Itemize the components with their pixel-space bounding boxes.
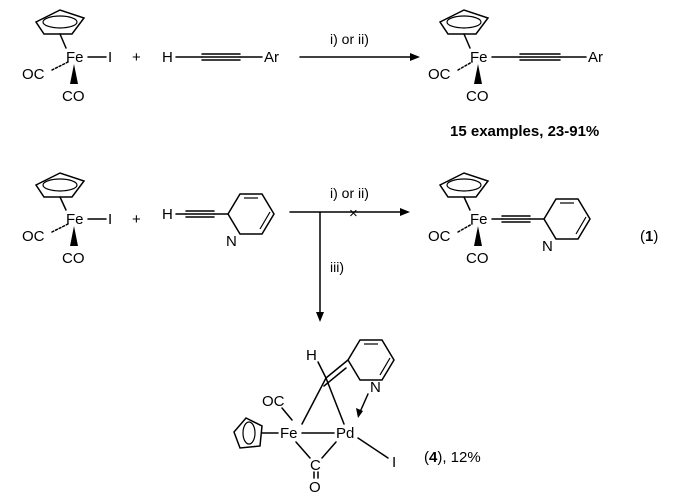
co-ligand-bottom: CO [62,88,85,105]
co-ligand-bottom: CO [62,250,85,267]
pd-atom: Pd [336,425,354,442]
iodide-label: I [108,49,112,66]
co-ligand-top: OC [262,393,285,410]
wedge-bond [70,64,78,84]
reaction1: Fe I OC CO + H Ar i) or ii) Fe Ar OC [22,9,603,140]
pyridine-n: N [226,233,237,250]
pyridine-ring-icon [543,198,591,240]
cp-ring-icon [34,9,86,49]
yield-note: 15 examples, 23-91% [450,123,599,140]
alkyne-h: H [162,206,173,223]
co-ligand-left: OC [22,66,45,83]
fe-atom: Fe [280,425,298,442]
alkyne-ar: Ar [264,49,279,66]
reaction2: Fe I OC CO + H N i) or ii) × iii) [22,172,658,492]
cp-ring-icon [34,172,86,211]
hashed-bond [51,61,69,71]
co-ligand-left: OC [428,228,451,245]
compound-label-4: (4), 12% [424,449,481,466]
cp-ring-icon [233,417,263,449]
product-ar: Ar [588,49,603,66]
fe-atom: Fe [470,49,488,66]
complex-4: H N OC Fe Pd I [233,339,481,492]
fe-atom: Fe [66,49,84,66]
co-ligand-left: OC [428,66,451,83]
fe-atom: Fe [66,211,84,228]
co-ligand-left: OC [22,228,45,245]
compound-label-1: (1) [640,228,658,245]
alkyne-h: H [162,49,173,66]
bridging-o: O [309,479,321,492]
plus-sign: + [132,211,141,228]
pyridine-n: N [370,379,381,396]
vinyl-h: H [306,347,317,364]
failed-reaction-cross: × [349,205,358,222]
fe-atom: Fe [470,211,488,228]
co-ligand-bottom: CO [466,250,489,267]
cp-ring-icon [438,9,490,49]
conditions-label: i) or ii) [330,185,369,201]
plus-sign: + [132,49,141,66]
cp-ring-icon [438,172,490,211]
down-conditions-label: iii) [330,259,344,275]
conditions-label: i) or ii) [330,31,369,47]
pyridine-ring-icon [227,193,275,235]
bridging-c: C [310,457,321,474]
pyridine-ring-icon [347,339,395,381]
pd-iodide: I [392,454,396,471]
pyridine-n: N [542,238,553,255]
co-ligand-bottom: CO [466,88,489,105]
iodide-label: I [108,211,112,228]
